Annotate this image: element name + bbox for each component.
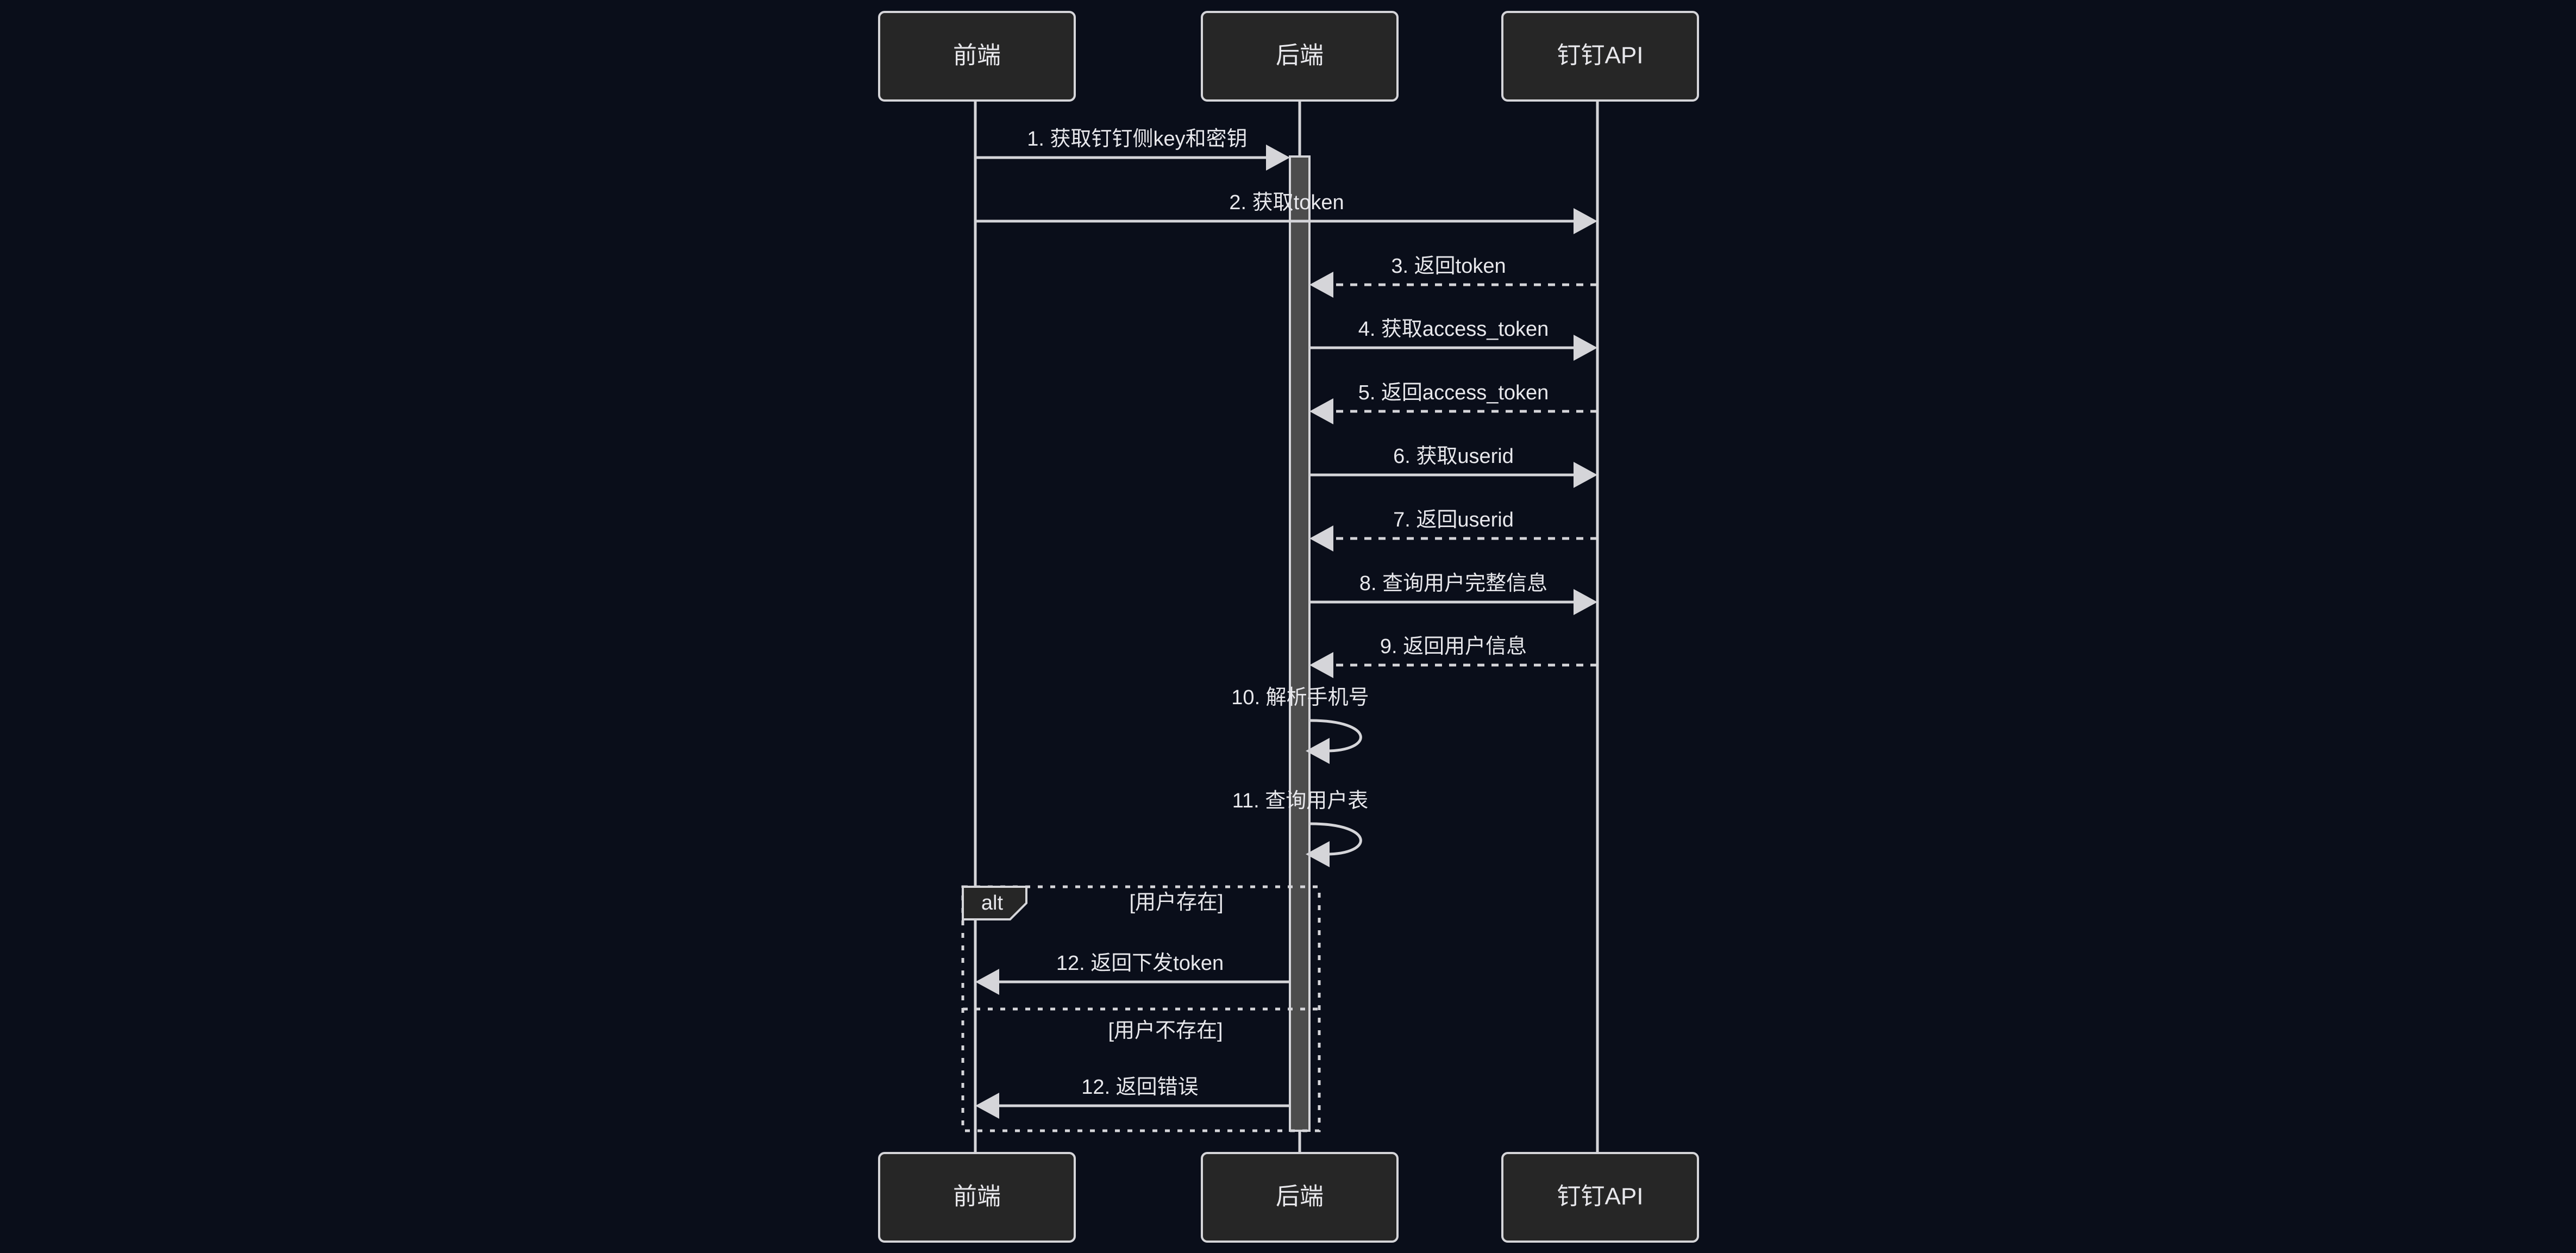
- message-6-label: 6. 获取userid: [1393, 445, 1514, 468]
- actor-box-dingtalk-bottom-rect: [1501, 1152, 1699, 1243]
- message-10: 10. 解析手机号: [1231, 686, 1369, 764]
- message-4: 4. 获取access_token: [1309, 318, 1597, 361]
- actor-box-dingtalk-bottom-label: 钉钉API: [1557, 1183, 1644, 1210]
- message-2-arrowhead: [1574, 208, 1597, 234]
- actor-boxes-bottom: 前端 后端 钉钉API: [878, 1152, 1699, 1243]
- message-10-arrowhead: [1306, 738, 1330, 764]
- message-8-arrowhead: [1574, 589, 1597, 615]
- message-2-label: 2. 获取token: [1229, 191, 1344, 214]
- message-10-loop: [1310, 719, 1362, 753]
- alt-fragment: alt [用户存在] [用户不存在]: [961, 885, 1321, 1132]
- message-6-arrowhead: [1574, 462, 1597, 488]
- actor-box-backend-top-label: 后端: [1276, 42, 1324, 69]
- actor-box-frontend-bottom-rect: [878, 1152, 1076, 1243]
- message-9-arrowhead: [1309, 652, 1333, 678]
- actor-box-backend-bottom-label: 后端: [1276, 1183, 1324, 1210]
- actor-box-dingtalk-top-rect: [1501, 11, 1699, 102]
- actor-box-dingtalk-top-label: 钉钉API: [1557, 42, 1644, 69]
- message-1-arrowhead: [1266, 145, 1290, 171]
- actor-box-backend-bottom[interactable]: 后端: [1201, 1152, 1399, 1243]
- message-12b-label: 12. 返回错误: [1081, 1076, 1198, 1099]
- message-3-label: 3. 返回token: [1391, 255, 1506, 278]
- actor-box-frontend-top-label: 前端: [953, 42, 1001, 69]
- alt-tag-shape: [962, 886, 1027, 920]
- message-11-arrowhead: [1306, 841, 1330, 867]
- message-7-arrowhead: [1309, 525, 1333, 552]
- alt-branch-condition-2: [用户不存在]: [1108, 1019, 1223, 1042]
- message-5-label: 5. 返回access_token: [1358, 381, 1549, 404]
- message-9: 9. 返回用户信息: [1309, 635, 1597, 678]
- alt-tag-label: alt: [981, 892, 1004, 914]
- message-8: 8. 查询用户完整信息: [1309, 572, 1597, 615]
- message-12b-arrowhead: [975, 1093, 999, 1119]
- actor-box-dingtalk-bottom[interactable]: 钉钉API: [1501, 1152, 1699, 1243]
- actor-box-backend-top[interactable]: 后端: [1201, 11, 1399, 102]
- message-4-label: 4. 获取access_token: [1358, 318, 1549, 341]
- actor-box-frontend-top[interactable]: 前端: [878, 11, 1076, 102]
- message-11-label: 11. 查询用户表: [1232, 790, 1369, 812]
- alt-branch-condition-1: [用户存在]: [1129, 891, 1223, 914]
- actor-box-dingtalk-top[interactable]: 钉钉API: [1501, 11, 1699, 102]
- actor-box-frontend-bottom-label: 前端: [953, 1183, 1001, 1210]
- actor-box-backend-bottom-rect: [1201, 1152, 1399, 1243]
- actor-box-backend-top-rect: [1201, 11, 1399, 102]
- actor-boxes-top: 前端 后端 钉钉API: [878, 11, 1699, 102]
- message-12a-arrowhead: [975, 969, 999, 995]
- activation-bars: [1289, 155, 1311, 1132]
- message-5: 5. 返回access_token: [1309, 381, 1597, 424]
- message-11: 11. 查询用户表: [1232, 790, 1369, 867]
- message-9-label: 9. 返回用户信息: [1380, 635, 1527, 658]
- message-10-label: 10. 解析手机号: [1231, 686, 1369, 709]
- message-8-label: 8. 查询用户完整信息: [1359, 572, 1547, 595]
- message-2: 2. 获取token: [975, 191, 1597, 234]
- message-12b: 12. 返回错误: [975, 1076, 1290, 1119]
- message-1: 1. 获取钉钉侧key和密钥: [975, 128, 1290, 171]
- message-12a-label: 12. 返回下发token: [1056, 952, 1224, 975]
- message-7-label: 7. 返回userid: [1393, 509, 1514, 531]
- actor-box-frontend-bottom[interactable]: 前端: [878, 1152, 1076, 1243]
- message-12a: 12. 返回下发token: [975, 952, 1290, 995]
- message-11-loop: [1310, 822, 1362, 856]
- message-3-arrowhead: [1309, 272, 1333, 298]
- message-1-label: 1. 获取钉钉侧key和密钥: [1027, 128, 1247, 151]
- message-5-arrowhead: [1309, 398, 1333, 424]
- message-7: 7. 返回userid: [1309, 509, 1597, 552]
- message-6: 6. 获取userid: [1309, 445, 1597, 488]
- activation-bar-backend: [1289, 155, 1311, 1132]
- message-4-arrowhead: [1574, 335, 1597, 361]
- message-3: 3. 返回token: [1309, 255, 1597, 298]
- actor-box-frontend-top-rect: [878, 11, 1076, 102]
